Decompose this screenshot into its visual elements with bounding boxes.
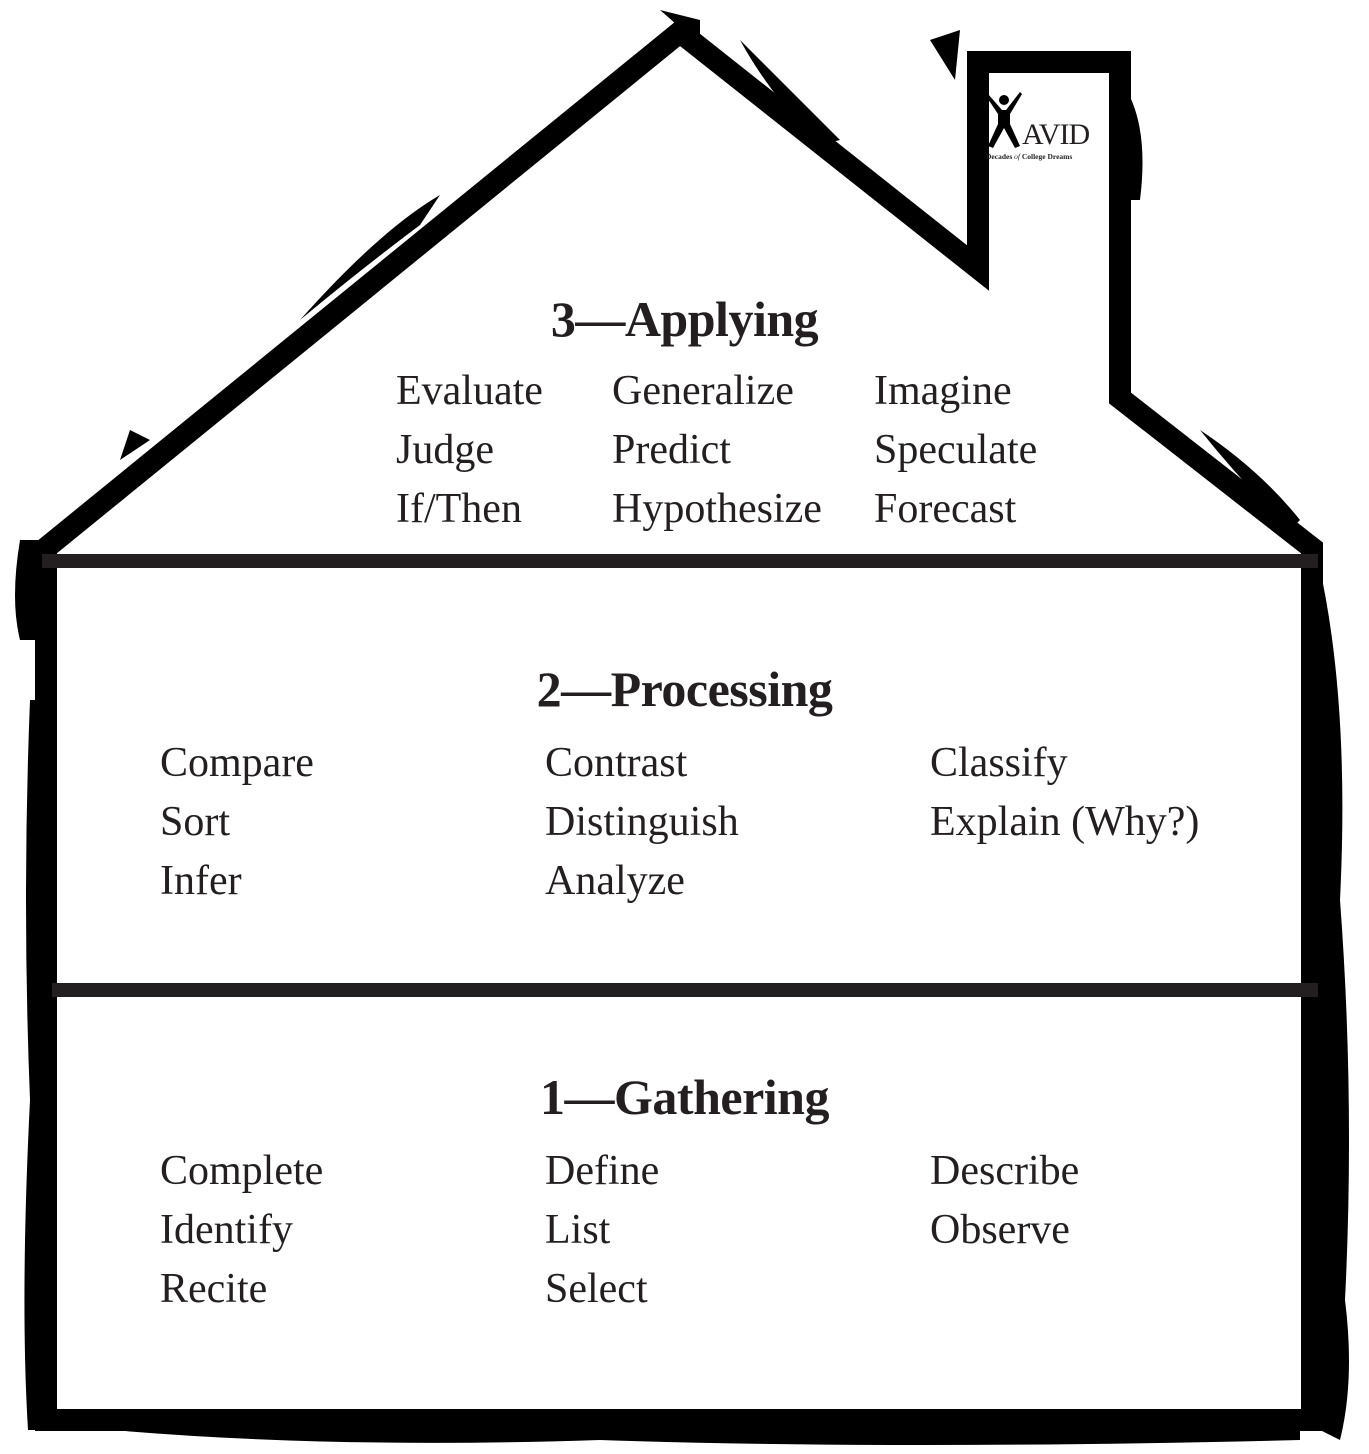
word-select: Select: [545, 1266, 648, 1312]
brush-accent: [1120, 80, 1143, 200]
level-1-title: 1—Gathering: [540, 1069, 829, 1125]
word-sort: Sort: [160, 799, 231, 845]
word-classify: Classify: [930, 740, 1068, 786]
house-frame: [35, 17, 1323, 1431]
word-generalize: Generalize: [612, 368, 794, 414]
word-observe: Observe: [930, 1207, 1070, 1253]
brush-accent: [930, 30, 960, 80]
brush-accent: [660, 10, 700, 45]
brush-accent: [300, 195, 440, 320]
word-infer: Infer: [160, 858, 242, 904]
word-analyze: Analyze: [545, 858, 685, 904]
word-recite: Recite: [160, 1266, 268, 1312]
word-speculate: Speculate: [874, 427, 1038, 473]
level-2-title: 2—Processing: [536, 661, 833, 717]
word-define: Define: [545, 1148, 660, 1194]
word-list: List: [545, 1207, 611, 1253]
word-describe: Describe: [930, 1148, 1080, 1194]
word-explain: Explain (Why?): [930, 799, 1200, 845]
word-imagine: Imagine: [874, 368, 1012, 414]
brush-accent: [1318, 560, 1349, 1440]
word-distinguish: Distinguish: [545, 799, 739, 845]
word-forecast: Forecast: [874, 486, 1017, 532]
word-complete: Complete: [160, 1148, 324, 1194]
word-predict: Predict: [612, 427, 731, 473]
figure-icon: [986, 92, 1022, 148]
word-contrast: Contrast: [545, 740, 688, 786]
word-identify: Identify: [160, 1207, 293, 1253]
brush-accent: [740, 40, 840, 145]
logo-tagline: Decades of College Dreams: [986, 152, 1073, 161]
level-3-title: 3—Applying: [550, 291, 819, 347]
avid-logo: AVID Decades of College Dreams: [982, 88, 1108, 168]
brush-accent: [60, 1425, 1300, 1445]
word-hypothesize: Hypothesize: [612, 486, 822, 532]
word-judge: Judge: [396, 427, 494, 473]
brush-accent: [120, 430, 150, 460]
brush-accent: [1200, 430, 1300, 530]
word-compare: Compare: [160, 740, 314, 786]
logo-wordmark: AVID: [1022, 118, 1090, 151]
brush-accent: [24, 700, 40, 1430]
word-evaluate: Evaluate: [396, 368, 543, 414]
word-if-then: If/Then: [396, 486, 522, 532]
brush-accent: [15, 540, 38, 640]
